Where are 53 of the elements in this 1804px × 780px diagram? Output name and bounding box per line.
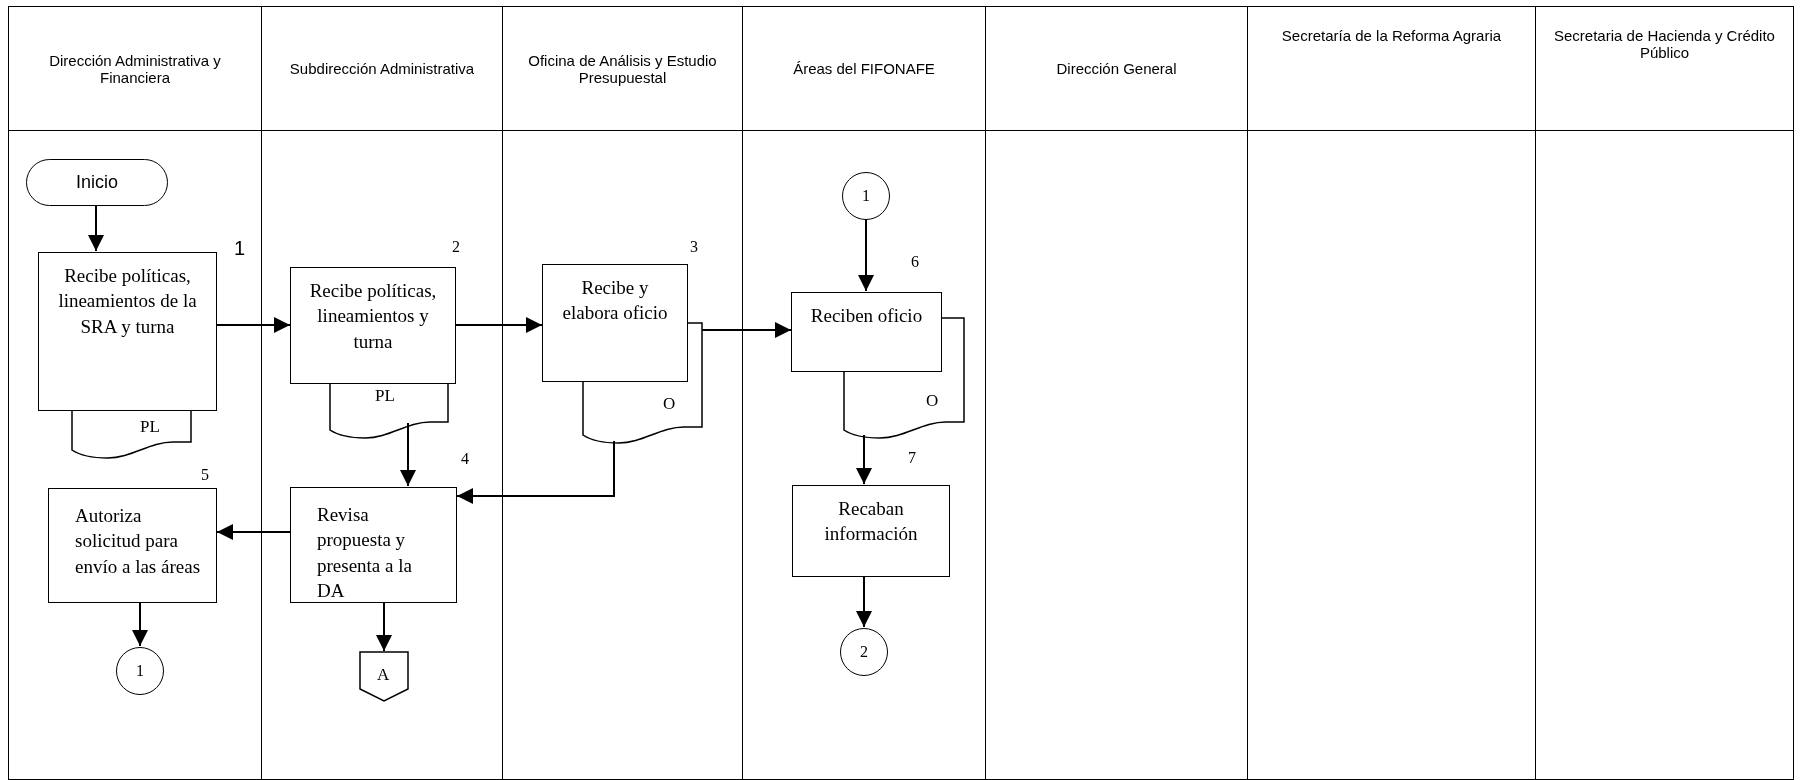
lane-header: Secretaria de Hacienda y Crédito Público xyxy=(1536,7,1793,131)
arrow xyxy=(376,601,392,652)
step-number: 5 xyxy=(201,466,209,484)
process-box: Revisa propuesta y presenta a la DA xyxy=(290,487,457,603)
lane-header: Secretaría de la Reforma Agraria xyxy=(1248,7,1535,131)
swimlane xyxy=(985,6,1248,780)
arrow xyxy=(856,575,872,628)
process-box: Recaban información xyxy=(792,485,950,577)
document-label: O xyxy=(663,393,676,415)
arrow xyxy=(856,434,872,485)
arrow xyxy=(456,440,615,504)
step-number: 2 xyxy=(452,238,460,256)
step-number: 6 xyxy=(911,253,919,271)
connector-circle: 2 xyxy=(840,628,888,676)
arrow xyxy=(88,204,104,252)
arrow xyxy=(858,218,874,292)
swimlane xyxy=(8,6,262,780)
process-box: Autoriza solicitud para envío a las áreas xyxy=(48,488,217,603)
document-label: PL xyxy=(375,385,395,407)
swimlane xyxy=(502,6,743,780)
step-number: 7 xyxy=(908,449,916,467)
arrow xyxy=(455,317,543,333)
connector-label: A xyxy=(377,664,390,686)
arrow xyxy=(216,317,291,333)
document-shape xyxy=(583,323,702,443)
arrow xyxy=(400,422,416,487)
swimlane xyxy=(261,6,503,780)
arrow xyxy=(701,322,792,338)
arrow xyxy=(216,524,291,540)
process-box: Recibe y elabora oficio xyxy=(542,264,688,382)
start-terminal: Inicio xyxy=(26,159,168,206)
document-label: O xyxy=(926,390,939,412)
document-shape xyxy=(330,383,448,438)
document-label: PL xyxy=(140,416,160,438)
lane-header: Dirección Administrativa y Financiera xyxy=(9,7,261,131)
swimlane xyxy=(1535,6,1794,780)
lane-header: Subdirección Administrativa xyxy=(262,7,502,131)
connector-circle: 1 xyxy=(842,172,890,220)
off-page-connector xyxy=(360,652,408,701)
process-box: Reciben oficio xyxy=(791,292,942,372)
lane-header: Dirección General xyxy=(986,7,1247,131)
arrow xyxy=(132,601,148,647)
process-box: Recibe políticas, lineamientos de la SRA y turna xyxy=(38,252,217,411)
lane-header: Oficina de Análisis y Estudio Presupuestal xyxy=(503,7,742,131)
swimlane xyxy=(742,6,986,780)
step-number: 1 xyxy=(234,237,246,260)
lane-header: Áreas del FIFONAFE xyxy=(743,7,985,131)
step-number: 3 xyxy=(690,238,698,256)
process-box: Recibe políticas, lineamientos y turna xyxy=(290,267,456,384)
connector-circle: 1 xyxy=(116,647,164,695)
document-shape xyxy=(72,410,191,458)
swimlane xyxy=(1247,6,1536,780)
step-number: 4 xyxy=(461,450,469,468)
